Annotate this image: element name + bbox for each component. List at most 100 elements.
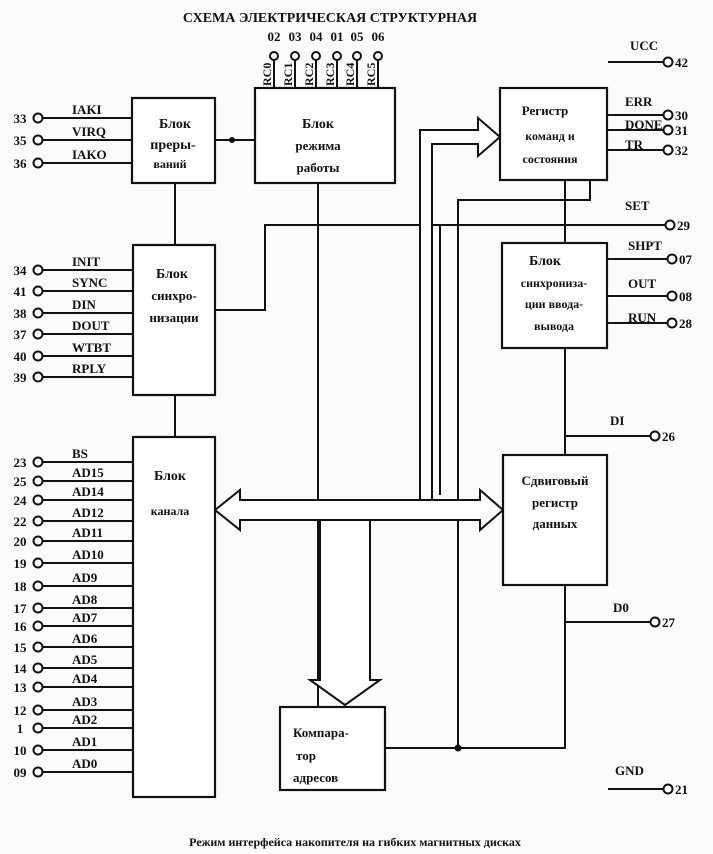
signal-label: VIRQ [72, 124, 106, 139]
pin-terminal [662, 56, 674, 68]
pin-terminal [32, 515, 44, 527]
signal-label: AD9 [72, 570, 98, 585]
pin-number: 07 [679, 252, 693, 267]
svg-text:регистр: регистр [532, 495, 578, 510]
pin-ad14: 24 AD14 [14, 484, 133, 508]
pin-number: 38 [14, 306, 28, 321]
signal-label: DIN [72, 297, 96, 312]
pin-terminal [32, 557, 44, 569]
signal-label: TR [625, 137, 644, 152]
pin-number: 35 [14, 133, 28, 148]
signal-label: WTBT [72, 340, 111, 355]
svg-text:данных: данных [533, 516, 578, 531]
signal-label: AD15 [72, 465, 104, 480]
pin-terminal [32, 535, 44, 547]
pin-number: 05 [351, 29, 365, 44]
pin-tr: TR 32 [607, 137, 688, 158]
signal-label: IAKI [72, 102, 102, 117]
block-interrupt: Блок преры- ваний [130, 96, 217, 185]
signal-label: DI [610, 413, 624, 428]
signal-label: SET [625, 198, 650, 213]
pin-number: 01 [331, 29, 344, 44]
svg-text:Сдвиговый: Сдвиговый [522, 473, 589, 488]
signal-label: AD14 [72, 484, 104, 499]
pin-din: 38 DIN [14, 297, 133, 321]
signal-label: INIT [72, 254, 101, 269]
signal-label: AD11 [72, 525, 103, 540]
pin-terminal [664, 219, 676, 231]
pin-number: 34 [14, 263, 28, 278]
svg-text:режима: режима [295, 138, 341, 153]
signal-label: AD7 [72, 610, 98, 625]
diagram-caption: Режим интерфейса накопителя на гибких ма… [189, 835, 521, 849]
signal-label: BS [72, 446, 88, 461]
pin-number: 28 [679, 316, 693, 331]
pin-terminal [373, 51, 383, 61]
svg-text:канала: канала [151, 504, 189, 518]
pin-terminal [32, 134, 44, 146]
signal-label: AD10 [72, 547, 104, 562]
pin-terminal [32, 264, 44, 276]
pin-terminal [290, 51, 300, 61]
svg-text:ваний: ваний [153, 157, 186, 171]
pin-terminal [666, 290, 678, 302]
pin-terminal [332, 51, 342, 61]
signal-label: DONE [625, 117, 663, 132]
svg-text:тор: тор [296, 748, 316, 763]
svg-text:Регистр: Регистр [522, 103, 568, 118]
pin-terminal [311, 51, 321, 61]
pin-number: 32 [675, 143, 688, 158]
signal-label: AD0 [72, 756, 97, 771]
pin-terminal [32, 328, 44, 340]
data-bus [213, 115, 505, 707]
left-pins: 33IAKI35VIRQ36IAKO34INIT41SYNC38DIN37DOU… [14, 102, 133, 780]
pin-number: 22 [14, 514, 27, 529]
pin-number: 29 [677, 218, 691, 233]
pin-number: 21 [675, 782, 688, 797]
svg-text:вывода: вывода [534, 319, 574, 333]
pin-number: 09 [14, 765, 28, 780]
pin-number: 13 [14, 680, 28, 695]
pin-number: 41 [14, 284, 27, 299]
block-channel: Блок канала [131, 435, 217, 799]
signal-label: ERR [625, 94, 653, 109]
signal-label: AD5 [72, 652, 98, 667]
pin-number: 42 [675, 55, 688, 70]
signal-label: RC3 [323, 63, 337, 86]
signal-label: RC1 [281, 63, 295, 86]
svg-text:Компара-: Компара- [293, 725, 349, 740]
signal-label: D0 [613, 600, 629, 615]
signal-label: SYNC [72, 275, 107, 290]
pin-number: 36 [14, 156, 28, 171]
pin-terminal [32, 766, 44, 778]
pin-number: 23 [14, 455, 28, 470]
pin-init: 34 INIT [14, 254, 133, 278]
pin-number: 24 [14, 493, 28, 508]
pin-terminal [662, 144, 674, 156]
pin-terminal [649, 616, 661, 628]
pin-terminal [32, 307, 44, 319]
svg-text:Блок: Блок [529, 254, 562, 269]
pin-terminal [32, 641, 44, 653]
pin-terminal [662, 124, 674, 136]
